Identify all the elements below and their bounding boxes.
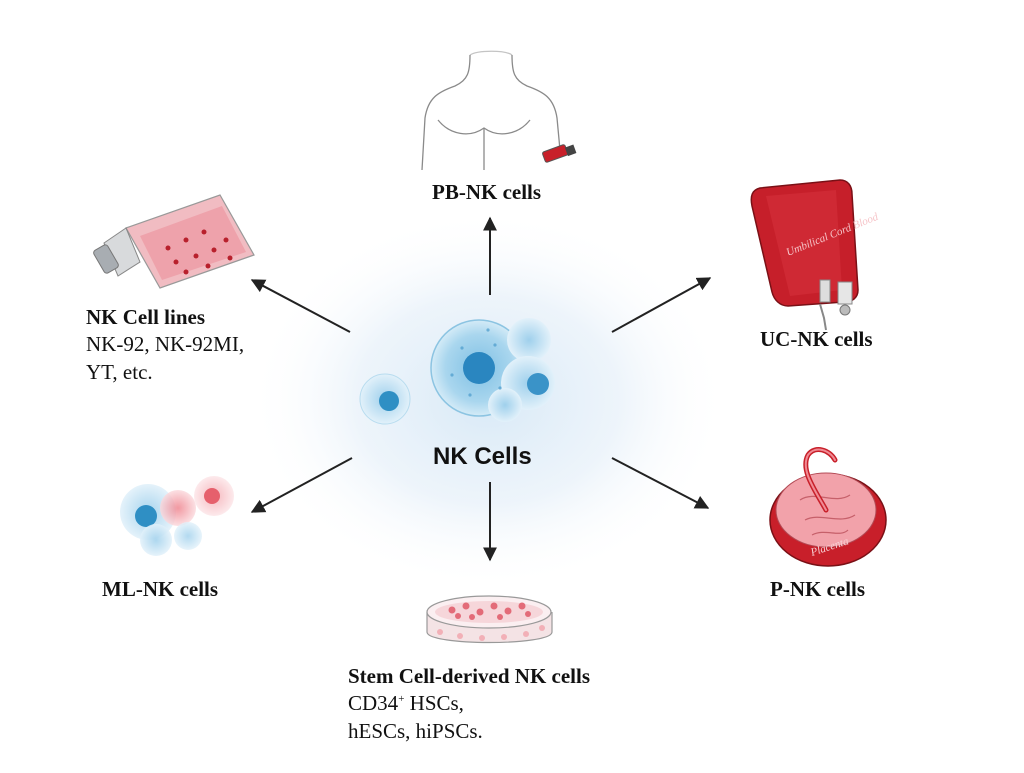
ml-nk-label: ML-NK cells xyxy=(102,577,219,601)
stem-cell-block: Stem Cell-derived NK cells CD34+ HSCs, h… xyxy=(348,664,590,745)
arrow-to-uc xyxy=(611,277,712,333)
center-label: NK Cells xyxy=(433,443,532,470)
p-nk-label: P-NK cells xyxy=(770,577,866,601)
petri-dish-icon xyxy=(426,595,553,644)
nk-cell-lines-example-1: NK-92, NK-92MI, xyxy=(86,332,245,356)
nk-cell-lines-block: NK Cell lines NK-92, NK-92MI, YT, etc. xyxy=(86,305,244,386)
nk-cell-cluster-icon xyxy=(430,318,555,422)
placenta-icon: Placenta xyxy=(769,447,887,567)
stem-cell-source-2: hESCs, hiPSCs. xyxy=(348,719,483,743)
pb-nk-label: PB-NK cells xyxy=(432,180,542,204)
arrow-to-ml xyxy=(250,457,353,513)
cord-blood-bag-icon: Umbilical Cord Blood xyxy=(750,179,880,331)
arrow-to-lines xyxy=(250,279,351,333)
uc-nk-label: UC-NK cells xyxy=(760,327,873,351)
nk-cell-lines-example-2: YT, etc. xyxy=(86,360,153,384)
human-torso-icon xyxy=(421,50,561,171)
stem-cell-nk-label: Stem Cell-derived NK cells xyxy=(348,664,591,688)
culture-flask-icon xyxy=(93,194,255,289)
nk-cell-lines-label: NK Cell lines xyxy=(86,305,205,329)
small-nk-cell-icon xyxy=(359,373,411,425)
arrow-to-p xyxy=(611,457,710,509)
stem-cell-source-1: CD34+ HSCs, xyxy=(348,691,464,715)
blood-syringe-icon xyxy=(542,144,577,163)
ml-nk-cells-icon xyxy=(120,476,234,556)
